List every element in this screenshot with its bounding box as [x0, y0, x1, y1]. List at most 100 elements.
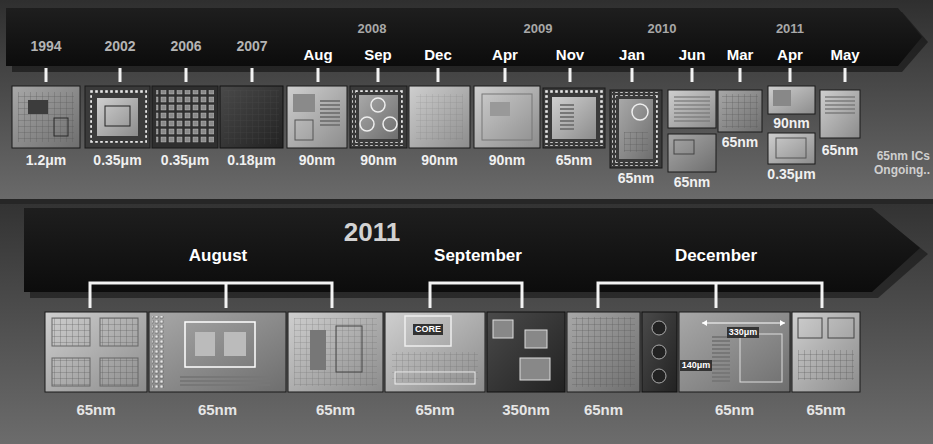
- die-photo-part: [185, 322, 255, 367]
- die-photo-part: [487, 312, 565, 392]
- process-label: 65nm: [718, 134, 762, 150]
- status-note: 65nm ICs Ongoing..: [862, 150, 930, 178]
- die-photo-part: [722, 94, 758, 128]
- die-chip: 90nm: [474, 86, 540, 168]
- die-chip: 90nm: [287, 86, 347, 168]
- die-photo-part: [336, 326, 362, 372]
- month-heading: August: [189, 246, 248, 266]
- die-photo-part: [416, 94, 463, 140]
- die-photo-part: [674, 96, 710, 122]
- process-label: 1.2μm: [12, 152, 80, 168]
- die-photo-part: [798, 350, 854, 380]
- die-photo: [610, 90, 662, 168]
- die-photo: [45, 312, 147, 392]
- die-chip: 65nm: [45, 312, 147, 418]
- die-photo-part: [474, 86, 540, 148]
- die-chip: 0.35μm: [85, 86, 150, 168]
- die-chip: 65nm: [820, 90, 860, 158]
- die-photo-part: [768, 86, 815, 114]
- die-chip: 0.35μm: [766, 133, 816, 182]
- month-label: May: [830, 46, 859, 63]
- die-photo-part: [100, 358, 138, 386]
- year-heading: 2011: [344, 218, 400, 248]
- tick-mark-part: [691, 68, 694, 82]
- die-photo-part: [552, 97, 596, 139]
- die-photo: [149, 312, 286, 392]
- die-photo-part: [828, 318, 854, 338]
- die-photo-part: [392, 352, 478, 382]
- die-photo-part: [560, 104, 574, 130]
- die-photo-part: [383, 117, 397, 131]
- die-photo-part: [718, 90, 762, 132]
- die-photo-part: [610, 90, 662, 168]
- die-chip: 90nm: [768, 86, 815, 131]
- die-chip: 65nm: [149, 312, 286, 418]
- die-chip: 90nm: [409, 86, 470, 168]
- die-photo-part: [12, 86, 80, 148]
- die-chip: 1.2μm: [12, 86, 80, 168]
- timeline-art-part: [0, 199, 933, 204]
- die-photo-part: [567, 312, 640, 392]
- die-photo-part: [409, 86, 470, 148]
- die-photo-part: [642, 312, 677, 392]
- year-label: 2011: [776, 22, 804, 37]
- die-photo-part: [405, 316, 451, 346]
- die-photo-part: [702, 323, 785, 324]
- year-label: 2009: [524, 22, 553, 37]
- die-photo-part: [668, 134, 716, 172]
- process-label: 65nm: [679, 401, 790, 418]
- dimension-label: 140μm: [680, 360, 713, 371]
- die-photo-part: [224, 90, 279, 144]
- tick-mark-part: [569, 68, 572, 82]
- die-photo: [792, 312, 860, 392]
- die-photo-part: [776, 138, 806, 158]
- die-photo-part: [798, 318, 822, 338]
- process-label: 0.35μm: [152, 152, 218, 168]
- timeline-arrow-part: [6, 8, 922, 66]
- year-label: 2007: [236, 38, 267, 54]
- die-photo-part: [149, 312, 286, 392]
- die-chip: 65nm: [792, 312, 860, 418]
- process-label: 65nm: [567, 401, 640, 418]
- die-photo-part: [52, 358, 90, 386]
- die-photo-part: [768, 133, 815, 164]
- die-photo-part: [224, 332, 246, 356]
- die-photo-part: [385, 312, 485, 392]
- die-photo-part: [493, 320, 513, 338]
- die-photo-part: [105, 106, 130, 126]
- die-photo-part: [624, 132, 648, 152]
- tick-mark-part: [119, 68, 122, 82]
- die-photo: [768, 86, 815, 164]
- process-label: 350nm: [487, 401, 565, 418]
- die-chip: 65nm: [668, 90, 716, 190]
- die-photo-part: [520, 358, 550, 380]
- die-photo-part: [152, 86, 218, 148]
- tick-mark: [45, 68, 847, 82]
- die-photo-part: [52, 318, 90, 346]
- process-label: 90nm: [474, 152, 540, 168]
- month-label: Apr: [492, 46, 518, 63]
- die-photo-part: [360, 117, 374, 131]
- die-chip: 90nm: [350, 86, 407, 168]
- die-chip: 0.35μm: [152, 86, 218, 168]
- die-photo-part: [490, 102, 510, 116]
- die-photo-part: [652, 345, 666, 359]
- die-photo: [12, 86, 80, 148]
- month-label: Jun: [679, 46, 706, 63]
- die-chip: 65nm: [385, 312, 485, 418]
- die-photo-part: [547, 92, 601, 144]
- tick-mark-part: [739, 68, 742, 82]
- die-photo-part: [295, 120, 313, 140]
- die-photo-part: [288, 312, 383, 392]
- process-label: 0.18μm: [220, 152, 283, 168]
- die-photo: [287, 86, 347, 148]
- process-label: 65nm: [45, 401, 147, 418]
- die-photo-part: [679, 312, 790, 392]
- die-photo-part: [90, 91, 145, 143]
- die-photo: [288, 312, 383, 392]
- die-photo-part: [482, 94, 532, 140]
- die-chip: 65nm: [567, 312, 640, 418]
- die-photo-part: [572, 317, 635, 387]
